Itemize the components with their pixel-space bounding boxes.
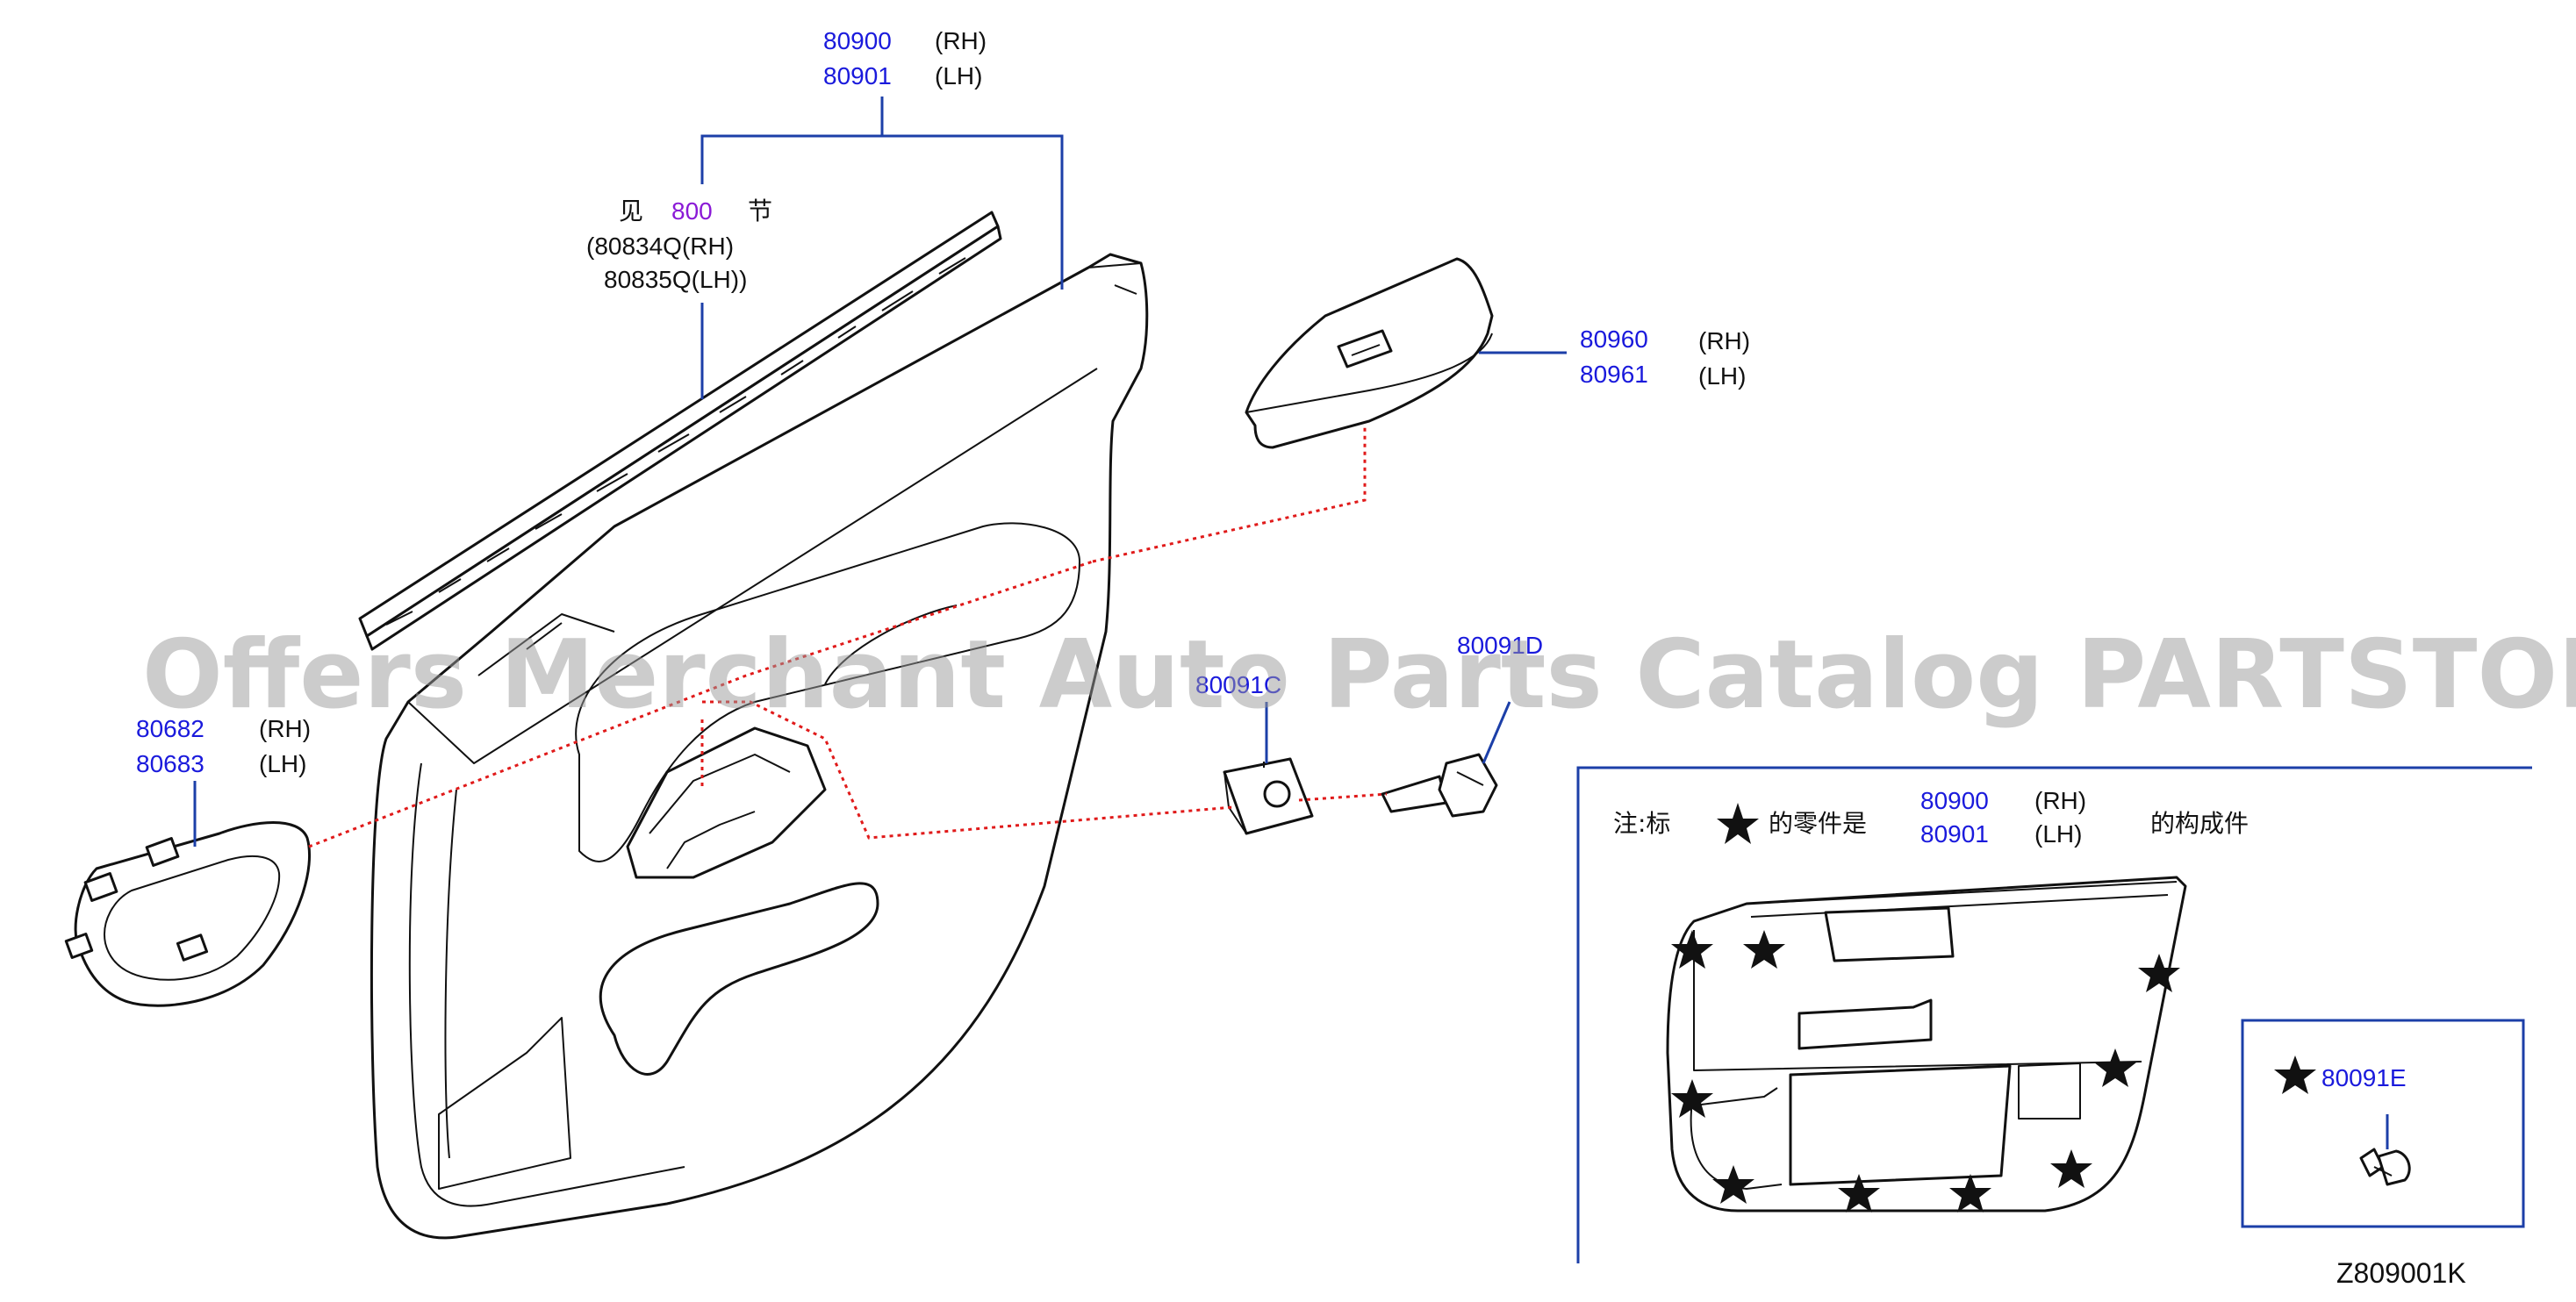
see-section-suffix: 节 [748,197,772,225]
note-part-lh-side: (LH) [2034,820,2082,848]
callout-trim-lh: 80901 [823,62,892,89]
star-icon [1671,1079,1713,1118]
callout-weatherstrip-rh: (80834Q(RH) [586,232,734,260]
star-icon [2094,1048,2136,1087]
star-icon [1838,1174,1880,1213]
callout-clip-nut: 80091C [1195,671,1281,698]
star-icon [2138,954,2180,992]
callout-trim-rh: 80900 [823,27,892,54]
note-suffix: 的构成件 [2150,809,2249,838]
power-window-switch [1245,257,1494,449]
star-icon [1671,930,1713,969]
star-icon [2050,1149,2092,1188]
note-line: 注:标 的零件是 80900 (RH) 80901 (LH) 的构成件 [1613,787,2249,848]
callout-trim-lh-side: (LH) [935,62,982,89]
clip-nut [1223,757,1314,835]
callout-handle-rh: 80682 [136,715,205,742]
door-trim-panel [370,253,1149,1240]
clip-fastener [2359,1148,2411,1186]
note-mid: 的零件是 [1769,809,1867,838]
callout-screw: 80091D [1457,632,1543,659]
door-trim-rear-view [1666,876,2187,1213]
callout-handle-lh: 80683 [136,750,205,777]
star-icon [1743,930,1785,969]
screw [1381,753,1498,818]
callout-trim-rh-side: (RH) [935,27,987,54]
leader-lines [193,97,2389,1149]
see-section-number[interactable]: 800 [671,197,713,225]
star-icon [2274,1055,2316,1094]
see-section-prefix: 见 [619,197,643,225]
detail-box: 80091E [2241,1019,2525,1228]
star-icon [1949,1174,1991,1213]
callout-switch-rh-side: (RH) [1698,327,1750,354]
callout-handle-rh-side: (RH) [259,715,311,742]
note-part-rh: 80900 [1920,787,1989,814]
note-part-rh-side: (RH) [2034,787,2086,814]
star-icon [1712,1165,1754,1204]
detail-part-number: 80091E [2321,1064,2407,1091]
handle-escutcheon [64,821,312,1007]
rear-view-stars [1671,930,2180,1213]
note-part-lh: 80901 [1920,820,1989,848]
watermark: Offers Merchant Auto Parts Catalog PARTS… [142,620,2576,730]
callout-weatherstrip-lh: 80835Q(LH)) [604,266,747,293]
dashed-connection-lines [308,426,1388,848]
note-prefix: 注:标 [1613,809,1670,838]
weatherstrip-belt [358,211,1002,651]
callout-switch-lh: 80961 [1580,361,1648,388]
diagram-code: Z809001K [2336,1257,2466,1289]
callout-handle-lh-side: (LH) [259,750,306,777]
callout-switch-lh-side: (LH) [1698,362,1746,390]
star-icon [1717,803,1759,844]
note-frame [1576,766,2532,1263]
callout-switch-rh: 80960 [1580,326,1648,353]
